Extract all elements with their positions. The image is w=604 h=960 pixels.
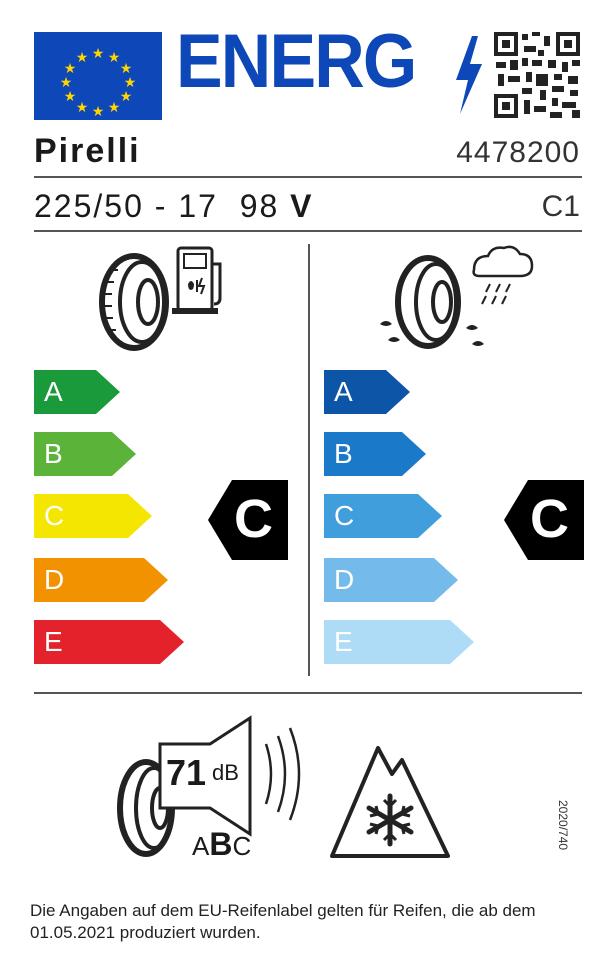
wet-class-b: B xyxy=(324,432,426,476)
article-code: 4478200 xyxy=(456,136,580,169)
load-index: 98 xyxy=(239,188,280,224)
svg-text:★: ★ xyxy=(64,88,77,104)
noise-unit: dB xyxy=(212,760,239,785)
brand-name: Pirelli xyxy=(34,132,141,170)
svg-text:★: ★ xyxy=(92,45,105,61)
footnote: Die Angaben auf dem EU-Reifenlabel gelte… xyxy=(30,901,536,942)
energy-word: ENERG xyxy=(176,19,417,104)
svg-text:★: ★ xyxy=(92,103,105,119)
lightning-bolt-icon xyxy=(456,36,482,114)
eu-stars-icon: ★ ★ ★ ★ ★ ★ ★ ★ ★ ★ ★ ★ xyxy=(60,45,137,119)
tyre-noise-icon xyxy=(117,715,301,857)
divider xyxy=(308,244,310,676)
regulation-code: 2020/740 xyxy=(556,800,570,851)
svg-text:★: ★ xyxy=(108,49,121,65)
tyre-size: 225/50 - 17 xyxy=(34,188,218,224)
wet-class-e: E xyxy=(324,620,474,664)
divider xyxy=(34,176,582,178)
eu-flag-icon: ★ ★ ★ ★ ★ ★ ★ ★ ★ ★ ★ ★ xyxy=(34,32,162,120)
svg-text:★: ★ xyxy=(120,88,133,104)
divider xyxy=(34,692,582,694)
noise-class-b: B xyxy=(209,826,233,862)
tyre-class: C1 xyxy=(541,190,580,223)
fuel-class-d: D xyxy=(34,558,168,602)
fuel-class-b: B xyxy=(34,432,136,476)
svg-text:★: ★ xyxy=(76,99,89,115)
speed-symbol: V xyxy=(290,188,314,224)
qr-code-icon[interactable] xyxy=(492,30,582,120)
noise-class-c: C xyxy=(232,831,252,861)
svg-text:★: ★ xyxy=(108,99,121,115)
wet-class-d: D xyxy=(324,558,458,602)
fuel-efficiency-rating: C xyxy=(208,480,288,560)
svg-text:★: ★ xyxy=(124,74,137,90)
wet-class-a: A xyxy=(324,370,410,414)
fuel-class-e: E xyxy=(34,620,184,664)
fuel-class-a: A xyxy=(34,370,120,414)
svg-text:★: ★ xyxy=(60,74,73,90)
svg-text:★: ★ xyxy=(76,49,89,65)
fuel-class-c: C xyxy=(34,494,152,538)
snowflake-mountain-icon xyxy=(330,746,450,858)
svg-text:★: ★ xyxy=(64,60,77,76)
tyre-fuel-icon xyxy=(99,246,222,351)
wet-grip-rating: C xyxy=(504,480,584,560)
noise-classes: ABC xyxy=(192,826,251,863)
noise-value: 71 xyxy=(166,752,207,793)
wet-class-c: C xyxy=(324,494,442,538)
tyre-rain-icon xyxy=(380,245,534,349)
divider xyxy=(34,230,582,232)
tyre-size-line: 225/50 - 17 98 V xyxy=(34,188,314,225)
svg-text:★: ★ xyxy=(120,60,133,76)
noise-class-a: A xyxy=(192,831,210,861)
